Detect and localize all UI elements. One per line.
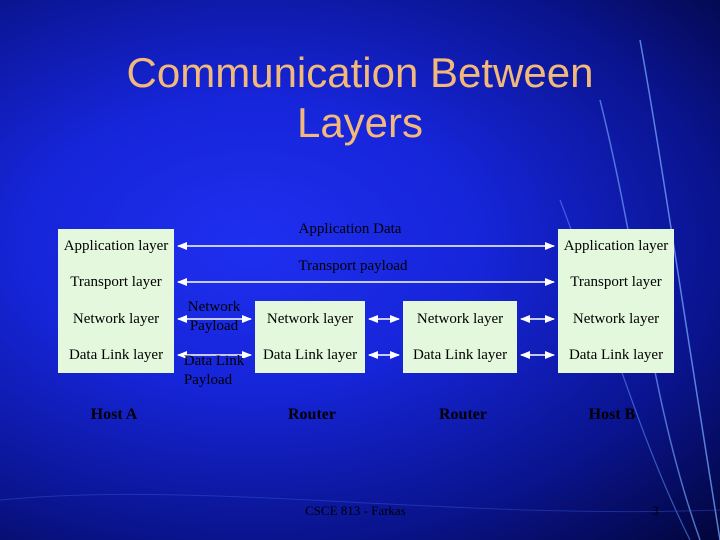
datalink-payload-label-line2: Payload bbox=[183, 372, 233, 388]
datalink-payload-label-line1: Data Link bbox=[183, 353, 245, 369]
host-a-network-layer: Network layer bbox=[58, 301, 174, 337]
footer-text: CSCE 813 - Farkas bbox=[305, 503, 406, 518]
host-b-transport-layer: Transport layer bbox=[558, 263, 674, 301]
application-data-label: Application Data bbox=[298, 221, 402, 237]
host-a-application-layer: Application layer bbox=[58, 229, 174, 263]
router-1-name: Router bbox=[288, 406, 336, 423]
host-a-datalink-layer: Data Link layer bbox=[58, 337, 174, 373]
host-a-transport-layer: Transport layer bbox=[58, 263, 174, 301]
router-2-network-layer: Network layer bbox=[403, 301, 517, 337]
router-2-name: Router bbox=[439, 406, 487, 423]
network-payload-label-line2: Payload bbox=[189, 318, 239, 334]
network-payload-label-line1: Network bbox=[187, 299, 241, 315]
router-2-datalink-layer: Data Link layer bbox=[403, 337, 517, 373]
host-b-datalink-layer: Data Link layer bbox=[558, 337, 674, 373]
page-number: 3 bbox=[652, 503, 659, 518]
router-1-datalink-layer: Data Link layer bbox=[255, 337, 365, 373]
transport-payload-label: Transport payload bbox=[298, 258, 408, 274]
router-1-network-layer: Network layer bbox=[255, 301, 365, 337]
host-b-application-layer: Application layer bbox=[558, 229, 674, 263]
title-line-2: Layers bbox=[296, 99, 424, 146]
title-line-1: Communication Between bbox=[126, 49, 594, 96]
host-b-network-layer: Network layer bbox=[558, 301, 674, 337]
host-b-name: Host B bbox=[588, 406, 636, 423]
host-a-name: Host A bbox=[90, 406, 138, 423]
